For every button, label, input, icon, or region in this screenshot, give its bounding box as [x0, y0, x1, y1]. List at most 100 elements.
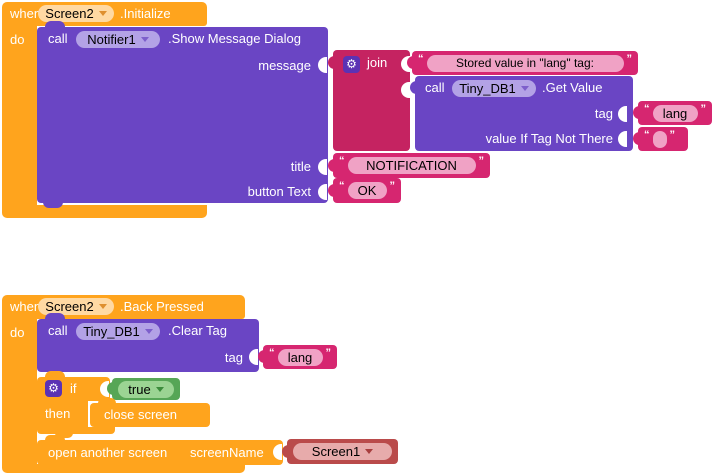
component-dropdown[interactable]: Tiny_DB1 — [452, 80, 536, 97]
screen-dropdown-value: Screen2 — [45, 299, 94, 314]
call-label: call — [425, 80, 445, 95]
statement-tab — [43, 202, 63, 208]
statement-notch — [45, 313, 65, 320]
value-if-param-label: value If Tag Not There — [485, 131, 613, 146]
event-block-bottom[interactable] — [2, 464, 245, 473]
text-string-block[interactable]: “ lang ” — [258, 345, 337, 369]
tag-param-label: tag — [224, 350, 243, 365]
when-label: when — [10, 299, 42, 314]
statement-tab — [45, 464, 65, 469]
open-quote: “ — [644, 103, 650, 115]
text-field[interactable]: Stored value in "lang" tag: — [426, 54, 624, 72]
open-another-screen-block[interactable]: open another screen screenName — [37, 435, 283, 469]
dropdown-arrow-icon — [520, 86, 529, 91]
value-socket — [318, 184, 327, 200]
statement-notch — [98, 398, 116, 403]
component-dropdown-value: Tiny_DB1 — [459, 81, 516, 96]
value-socket — [618, 106, 627, 122]
value-socket — [401, 56, 410, 72]
screen-dropdown[interactable]: Screen2 — [38, 298, 114, 315]
text-field[interactable]: OK — [347, 182, 387, 199]
text-field[interactable] — [652, 130, 667, 148]
join-block[interactable]: ⚙ join — [328, 50, 410, 151]
if-block-bottom[interactable] — [37, 427, 115, 438]
statement-notch — [45, 21, 65, 28]
call-show-message-dialog-block[interactable]: call Notifier1 .Show Message Dialog mess… — [37, 21, 328, 208]
method-label: .Get Value — [542, 80, 603, 95]
statement-notch — [45, 435, 65, 440]
component-dropdown-value: Tiny_DB1 — [83, 324, 140, 339]
logic-true-block[interactable]: true — [107, 378, 180, 400]
do-label: do — [10, 325, 25, 340]
value-socket — [249, 349, 258, 365]
open-quote: “ — [418, 53, 424, 65]
close-screen-block[interactable]: close screen — [90, 398, 210, 427]
screen-dropdown[interactable]: Screen2 — [38, 5, 114, 22]
event-block-left-column[interactable]: do — [2, 319, 37, 464]
event-block-screen2-initialize[interactable]: when Screen2 .Initialize — [2, 2, 207, 26]
value-plug — [282, 445, 289, 458]
if-block-header[interactable]: ⚙ if — [37, 371, 110, 401]
component-dropdown-value: Notifier1 — [87, 32, 136, 47]
screen-name-picker-block[interactable]: Screen1 — [282, 439, 398, 464]
text-string-block-empty[interactable]: “ ” — [633, 127, 688, 151]
value-plug — [328, 184, 335, 197]
then-label: then — [45, 406, 71, 421]
component-dropdown[interactable]: Notifier1 — [76, 31, 160, 48]
method-label: .Show Message Dialog — [168, 31, 301, 46]
when-label: when — [10, 6, 42, 21]
logic-dropdown[interactable]: true — [118, 380, 174, 398]
text-string-block[interactable]: “ Stored value in "lang" tag: ” — [407, 51, 638, 75]
statement-tab — [55, 433, 73, 438]
text-string-block[interactable]: “ NOTIFICATION ” — [328, 153, 490, 178]
message-param-label: message — [258, 58, 311, 73]
component-dropdown[interactable]: Tiny_DB1 — [76, 323, 160, 340]
mutator-gear-icon[interactable]: ⚙ — [45, 380, 62, 397]
logic-dropdown-value: true — [128, 381, 151, 397]
value-plug — [633, 132, 640, 145]
call-clear-tag-block[interactable]: call Tiny_DB1 .Clear Tag tag — [37, 313, 259, 372]
text-field[interactable]: NOTIFICATION — [347, 157, 476, 174]
value-socket — [318, 57, 327, 73]
text-field[interactable]: lang — [652, 104, 698, 122]
screen-name-dropdown-value: Screen1 — [311, 444, 361, 459]
screen-name-dropdown[interactable]: Screen1 — [293, 443, 392, 460]
join-label: join — [367, 55, 388, 70]
text-string-block[interactable]: “ OK ” — [328, 178, 401, 203]
close-quote: ” — [700, 103, 707, 115]
close-quote: ” — [669, 129, 676, 141]
value-plug — [328, 56, 335, 69]
open-screen-label: open another screen — [48, 445, 168, 460]
close-quote: ” — [626, 53, 633, 65]
event-block-bottom[interactable] — [2, 205, 207, 218]
mutator-gear-icon[interactable]: ⚙ — [343, 56, 360, 73]
event-block-left-column[interactable]: do — [2, 26, 37, 205]
dropdown-arrow-icon — [140, 37, 149, 42]
event-name-label: .Initialize — [120, 6, 171, 21]
tag-param-label: tag — [594, 106, 613, 121]
dropdown-arrow-icon — [98, 11, 107, 16]
value-plug — [328, 159, 335, 172]
text-string-block[interactable]: “ lang ” — [633, 101, 712, 125]
value-plug — [410, 81, 417, 94]
text-field[interactable]: lang — [277, 348, 323, 366]
do-label: do — [10, 32, 25, 47]
call-get-value-block[interactable]: call Tiny_DB1 .Get Value tag value If Ta… — [410, 76, 633, 151]
if-block-then-column[interactable]: then — [37, 401, 88, 427]
dropdown-arrow-icon — [155, 386, 164, 392]
event-name-label: .Back Pressed — [120, 299, 204, 314]
open-quote: “ — [269, 347, 275, 359]
close-quote: ” — [325, 347, 332, 359]
close-quote: ” — [478, 155, 485, 167]
screen-dropdown-value: Screen2 — [45, 6, 94, 21]
statement-notch — [45, 371, 65, 377]
dropdown-arrow-icon — [144, 329, 153, 334]
button-text-param-label: button Text — [247, 184, 311, 199]
screen-name-param-label: screenName — [190, 445, 264, 460]
close-screen-label: close screen — [104, 407, 177, 422]
close-quote: ” — [389, 180, 396, 192]
event-block-screen2-backpressed[interactable]: when Screen2 .Back Pressed — [2, 295, 245, 319]
value-socket — [100, 381, 109, 397]
method-label: .Clear Tag — [168, 323, 228, 338]
